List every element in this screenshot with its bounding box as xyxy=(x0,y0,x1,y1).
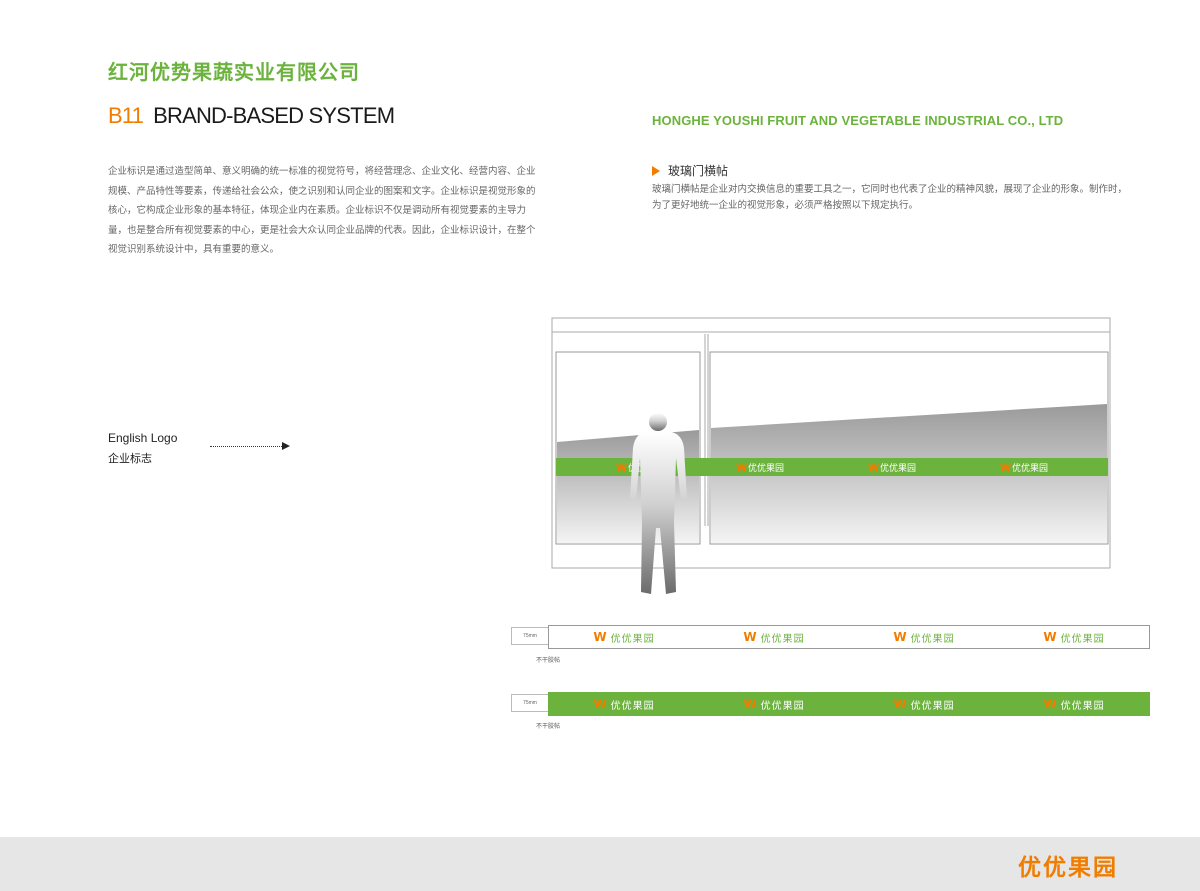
section-heading: 玻璃门横帖 xyxy=(652,162,728,179)
band-logo: W 优优果园 xyxy=(736,462,784,474)
triangle-bullet-icon xyxy=(652,165,660,176)
strip-label: 不干胶帖 xyxy=(536,723,561,730)
svg-text:优优果园: 优优果园 xyxy=(880,462,916,474)
footer-bar xyxy=(0,837,1200,891)
strip-logo: W 优优果园 xyxy=(1043,697,1104,712)
sticker-strip-white: W 优优果园 W 优优果园 W 优优果园 W 优优果园 xyxy=(548,625,1150,649)
strip-logo: W 优优果园 xyxy=(743,697,804,712)
section-title: 玻璃门横帖 xyxy=(668,164,729,178)
svg-text:W: W xyxy=(868,463,879,474)
logo-wordmark: 优优果园 xyxy=(910,633,955,645)
strip-logo: W 优优果园 xyxy=(743,630,804,645)
system-title: BRAND-BASED SYSTEM xyxy=(153,103,395,128)
footer-logo: 优优果园 xyxy=(1018,855,1118,881)
svg-text:W: W xyxy=(616,463,627,474)
strip-logo: W 优优果园 xyxy=(893,630,954,645)
band-logo: W 优优果园 xyxy=(1000,462,1048,474)
logo-mark-icon: W xyxy=(893,697,907,711)
storefront-illustration: W 优优果园 W 优优果园 W 优优果园 W 优优果园 xyxy=(551,317,1111,594)
logo-mark-icon: W xyxy=(593,630,607,644)
page-heading: B11 BRAND-BASED SYSTEM xyxy=(108,103,395,129)
strip-label: 不干胶帖 xyxy=(536,657,561,664)
pointer-line xyxy=(210,446,282,447)
svg-text:优优果园: 优优果园 xyxy=(748,462,784,474)
logo-wordmark: 优优果园 xyxy=(1060,633,1105,645)
section-description: 玻璃门横帖是企业对内交换信息的重要工具之一，它同时也代表了企业的精神风貌，展现了… xyxy=(652,184,1128,211)
logo-mark-icon: W xyxy=(593,697,607,711)
strip-logo: W 优优果园 xyxy=(593,697,654,712)
intro-paragraph: 企业标识是通过造型简单、意义明确的统一标准的视觉符号，将经营理念、企业文化、经营… xyxy=(108,166,536,255)
logo-mark-icon: W xyxy=(1043,697,1057,711)
svg-text:优优果园: 优优果园 xyxy=(1012,462,1048,474)
strip-logo: W 优优果园 xyxy=(1043,630,1104,645)
band-logo: W 优优果园 xyxy=(868,462,916,474)
logo-wordmark: 优优果园 xyxy=(760,700,805,712)
company-name-en: HONGHE YOUSHI FRUIT AND VEGETABLE INDUST… xyxy=(652,113,1064,128)
logo-mark-icon: W xyxy=(893,630,907,644)
dimension-tag: 75mm xyxy=(511,694,549,712)
green-sticker-band xyxy=(556,458,1108,476)
logo-wordmark: 优优果园 xyxy=(760,633,805,645)
logo-label-cn: 企业标志 xyxy=(108,452,152,465)
svg-text:W: W xyxy=(1000,463,1011,474)
arrow-right-icon xyxy=(282,442,290,450)
page-code: B11 xyxy=(108,103,144,128)
sticker-strip-green: W 优优果园 W 优优果园 W 优优果园 W 优优果园 xyxy=(548,692,1150,716)
english-logo-label: English Logo xyxy=(108,431,178,445)
logo-wordmark: 优优果园 xyxy=(910,700,955,712)
svg-text:W: W xyxy=(736,463,747,474)
company-name-cn: 红河优势果蔬实业有限公司 xyxy=(108,60,360,84)
transom-band xyxy=(551,317,1111,333)
strip-logo: W 优优果园 xyxy=(893,697,954,712)
logo-mark-icon: W xyxy=(1043,630,1057,644)
dimension-tag: 75mm xyxy=(511,627,549,645)
person-silhouette xyxy=(630,413,687,594)
logo-wordmark: 优优果园 xyxy=(610,633,655,645)
logo-wordmark: 优优果园 xyxy=(1060,700,1105,712)
logo-mark-icon: W xyxy=(743,697,757,711)
logo-mark-icon: W xyxy=(743,630,757,644)
strip-logo: W 优优果园 xyxy=(593,630,654,645)
logo-wordmark: 优优果园 xyxy=(610,700,655,712)
